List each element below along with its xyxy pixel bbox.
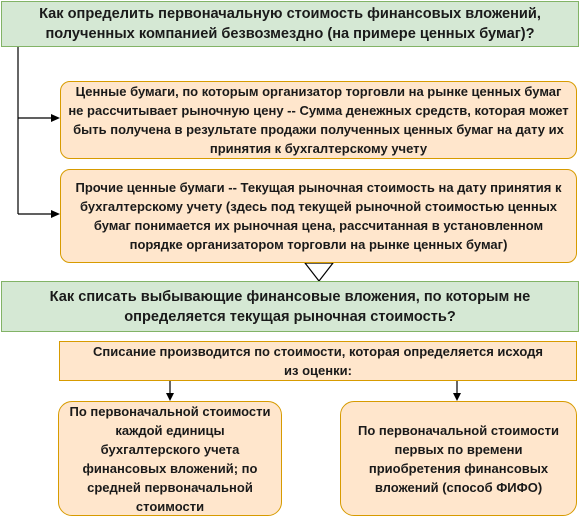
down-triangle — [303, 262, 335, 282]
arrowhead-box2 — [51, 210, 60, 218]
box-write-off-method-text: Списание производится по стоимости, кото… — [93, 344, 543, 378]
question-2-box: Как списать выбывающие финансовые вложен… — [1, 281, 579, 332]
box-securities-no-market-price-text: Ценные бумаги, по которым организатор то… — [68, 84, 569, 156]
box-securities-no-market-price: Ценные бумаги, по которым организатор то… — [60, 81, 577, 159]
box-fifo: По первоначальной стоимости первых по вр… — [340, 401, 577, 516]
question-1-text: Как определить первоначальную стоимость … — [39, 6, 541, 42]
box-other-securities: Прочие ценные бумаги -- Текущая рыночная… — [60, 169, 577, 263]
box-initial-cost-each-unit-text: По первоначальной стоимости каждой едини… — [69, 403, 271, 514]
box-write-off-method: Списание производится по стоимости, кото… — [59, 341, 577, 381]
box-other-securities-text: Прочие ценные бумаги -- Текущая рыночная… — [75, 180, 562, 252]
question-1-box: Как определить первоначальную стоимость … — [1, 1, 579, 47]
arrowhead-box1 — [51, 114, 60, 122]
arrowhead-box5 — [453, 393, 461, 401]
box-initial-cost-each-unit: По первоначальной стоимости каждой едини… — [58, 401, 282, 516]
arrowhead-box4 — [166, 393, 174, 401]
question-2-text: Как списать выбывающие финансовые вложен… — [49, 288, 531, 325]
box-fifo-text: По первоначальной стоимости первых по вр… — [357, 422, 560, 495]
